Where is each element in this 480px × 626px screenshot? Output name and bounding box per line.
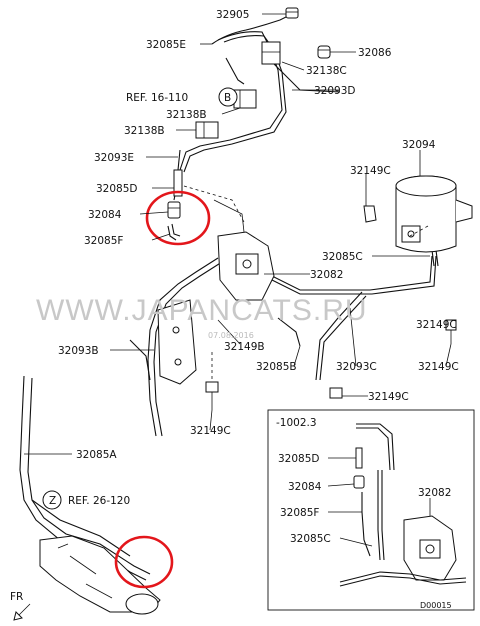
hose-32085F bbox=[167, 223, 181, 241]
label-32149C-4[interactable]: 32149C bbox=[368, 391, 409, 403]
pipe-32085B bbox=[277, 317, 301, 347]
pipe-32085E bbox=[211, 13, 293, 85]
clip-32138C-top bbox=[261, 41, 281, 65]
label-32138C[interactable]: 32138C bbox=[306, 65, 347, 77]
clip-32138B bbox=[195, 89, 257, 139]
bolt-32149C bbox=[205, 205, 457, 410]
ref-circle-B bbox=[218, 87, 238, 107]
ref-circle-Z bbox=[42, 490, 62, 510]
label-32149C-5[interactable]: 32149C bbox=[190, 425, 231, 437]
date-stamp: 07.08.2016 bbox=[208, 331, 254, 340]
valve-32082 bbox=[213, 199, 275, 301]
fr-arrow-icon bbox=[13, 603, 31, 621]
canister-32094 bbox=[395, 175, 473, 253]
label-32094[interactable]: 32094 bbox=[402, 139, 436, 151]
label-32149C-1[interactable]: 32149C bbox=[350, 165, 391, 177]
inset-label-32085C[interactable]: 32085C bbox=[290, 533, 331, 545]
label-ref-26-120[interactable]: REF. 26-120 bbox=[68, 495, 130, 507]
inset-frame bbox=[267, 409, 475, 611]
inset-label-32085F[interactable]: 32085F bbox=[280, 507, 319, 519]
label-32149B[interactable]: 32149B bbox=[224, 341, 265, 353]
label-32084[interactable]: 32084 bbox=[88, 209, 122, 221]
label-32149C-3[interactable]: 32149C bbox=[418, 361, 459, 373]
highlight-circle-32085A bbox=[114, 535, 174, 589]
label-32093C[interactable]: 32093C bbox=[336, 361, 377, 373]
label-32905[interactable]: 32905 bbox=[216, 9, 249, 21]
label-32085E-top[interactable]: 32085E bbox=[146, 39, 186, 51]
fr-direction-label: FR bbox=[10, 591, 23, 603]
cap-32905 bbox=[285, 7, 299, 19]
dashed-guides bbox=[183, 185, 429, 382]
label-32086[interactable]: 32086 bbox=[358, 47, 392, 59]
label-32138B-2[interactable]: 32138B bbox=[124, 125, 165, 137]
highlight-circle-32084 bbox=[145, 190, 211, 246]
inset-label-32085D[interactable]: 32085D bbox=[278, 453, 320, 465]
label-32085C[interactable]: 32085C bbox=[322, 251, 363, 263]
label-32085F[interactable]: 32085F bbox=[84, 235, 123, 247]
label-32082[interactable]: 32082 bbox=[310, 269, 343, 281]
inset-pipes bbox=[339, 423, 467, 587]
union-32085D bbox=[173, 169, 183, 197]
watermark: WWW.JAPANCATS.RU bbox=[36, 294, 368, 327]
leader-lines bbox=[24, 13, 452, 547]
label-32093D[interactable]: 32093D bbox=[314, 85, 356, 97]
label-32093E[interactable]: 32093E bbox=[94, 152, 134, 164]
bracket-32149B bbox=[157, 299, 197, 385]
inset-range-label: -1002.3 bbox=[276, 417, 317, 429]
vehicle-body-section bbox=[39, 535, 161, 615]
pipe-32093C bbox=[267, 255, 437, 381]
diagram-id: D00015 bbox=[420, 601, 452, 610]
connector-32084 bbox=[167, 201, 181, 219]
cap-32086 bbox=[317, 45, 331, 59]
inset-label-32082[interactable]: 32082 bbox=[418, 487, 451, 499]
ref-circle-Z-letter: Z bbox=[49, 495, 56, 507]
inset-label-32084[interactable]: 32084 bbox=[288, 481, 322, 493]
label-ref-16-110[interactable]: REF. 16-110 bbox=[126, 92, 188, 104]
pipe-32093D bbox=[179, 31, 341, 173]
label-32149C-2[interactable]: 32149C bbox=[416, 319, 457, 331]
label-32138B-1[interactable]: 32138B bbox=[166, 109, 207, 121]
label-32085D[interactable]: 32085D bbox=[96, 183, 138, 195]
label-32093B[interactable]: 32093B bbox=[58, 345, 99, 357]
label-32085A[interactable]: 32085A bbox=[76, 449, 117, 461]
ref-circle-B-letter: B bbox=[224, 92, 231, 104]
label-32085B[interactable]: 32085B bbox=[256, 361, 297, 373]
